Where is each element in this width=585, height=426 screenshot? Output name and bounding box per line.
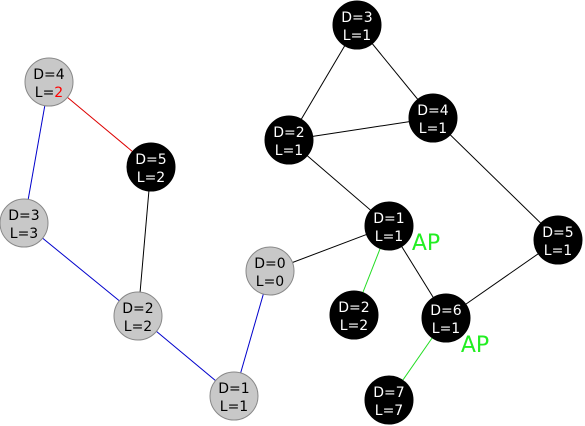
node-circle [332,0,382,50]
node-l-prefix: L= [10,226,30,242]
node-circle [126,142,176,192]
node-l-label: L=1 [220,399,248,415]
node-d-label: D=4 [417,103,449,119]
node-n_d2_l1: D=2L=1 [264,115,314,165]
node-circle [113,291,163,341]
node-circle [264,115,314,165]
node-l-label: L=2 [124,319,152,335]
node-d-label: D=2 [122,301,153,317]
ap-label: AP [461,333,489,358]
node-l-label: L=7 [375,403,403,419]
node-l-label: L=1 [343,28,371,44]
ap-label: AP [412,231,440,256]
node-l-prefix: L= [35,85,55,101]
node-circle [364,375,414,425]
node-d-label: D=7 [373,385,404,401]
node-n_d7_l7: D=7L=7 [364,375,414,425]
node-d-label: D=3 [341,10,372,26]
node-d-label: D=1 [373,211,404,227]
node-l-value: 1 [294,143,303,159]
node-l-label: L=1 [419,121,447,137]
node-l-label: L=3 [10,226,38,242]
node-l-label: L=1 [544,243,572,259]
node-n_d1_l1_right: D=1L=1 [364,201,414,251]
node-circle [24,57,74,107]
node-l-value: 1 [438,121,447,137]
node-l-label: L=2 [340,318,368,334]
node-l-prefix: L= [340,318,360,334]
labels-layer: AP AP [412,231,489,358]
node-l-value: 1 [451,321,460,337]
edge-n_d2_l2_left-n_d3_l3 [23,222,139,317]
node-d-label: D=4 [33,67,65,83]
node-n_d1_l1_left: D=1L=1 [209,371,259,421]
node-d-label: D=2 [338,300,369,316]
node-n_d4_l1: D=4L=1 [408,93,458,143]
node-l-prefix: L= [275,143,295,159]
node-l-value: 3 [29,226,38,242]
node-d-label: D=1 [218,381,249,397]
node-d-label: D=0 [254,256,285,272]
node-l-label: L=1 [375,229,403,245]
node-n_d5_l1: D=5L=1 [533,215,583,265]
node-l-value: 1 [563,243,572,259]
node-d-label: D=6 [430,303,462,319]
node-l-prefix: L= [137,170,157,186]
node-l-value: 0 [275,274,284,290]
node-l-value: 2 [359,318,368,334]
node-l-label: L=0 [256,274,284,290]
edge-n_d4_l1-n_d5_l1 [432,117,559,241]
node-n_d2_l2_right: D=2L=2 [329,290,379,340]
node-circle [245,246,295,296]
node-l-prefix: L= [343,28,363,44]
node-n_d6_l1: D=6L=1 [421,293,471,343]
node-circle [408,93,458,143]
node-l-value: 1 [394,229,403,245]
node-circle [364,201,414,251]
node-l-prefix: L= [375,229,395,245]
node-d-label: D=5 [135,152,166,168]
node-n_d2_l2_left: D=2L=2 [113,291,163,341]
node-l-label: L=2 [35,85,63,101]
node-l-prefix: L= [432,321,452,337]
node-l-value: 2 [54,85,63,101]
node-l-prefix: L= [419,121,439,137]
node-d-label: D=2 [273,125,304,141]
node-n_d4_l2: D=4L=2 [24,57,74,107]
node-l-value: 1 [239,399,248,415]
node-l-value: 2 [143,319,152,335]
node-d-label: D=5 [542,225,573,241]
node-l-prefix: L= [375,403,395,419]
node-circle [0,198,49,248]
node-l-prefix: L= [124,319,144,335]
node-circle [209,371,259,421]
node-l-value: 2 [156,170,165,186]
node-circle [533,215,583,265]
node-l-label: L=2 [137,170,165,186]
node-circle [421,293,471,343]
node-l-prefix: L= [220,399,240,415]
node-l-value: 1 [362,28,371,44]
node-n_d3_l3: D=3L=3 [0,198,49,248]
node-l-label: L=1 [432,321,460,337]
node-d-label: D=3 [8,208,39,224]
node-l-label: L=1 [275,143,303,159]
node-l-prefix: L= [256,274,276,290]
node-n_d5_l2: D=5L=2 [126,142,176,192]
edge-n_d5_l2-n_d2_l2_left [137,166,152,317]
node-l-prefix: L= [544,243,564,259]
node-l-value: 7 [394,403,403,419]
node-n_d0_l0: D=0L=0 [245,246,295,296]
node-circle [329,290,379,340]
node-n_d3_l1_top: D=3L=1 [332,0,382,50]
